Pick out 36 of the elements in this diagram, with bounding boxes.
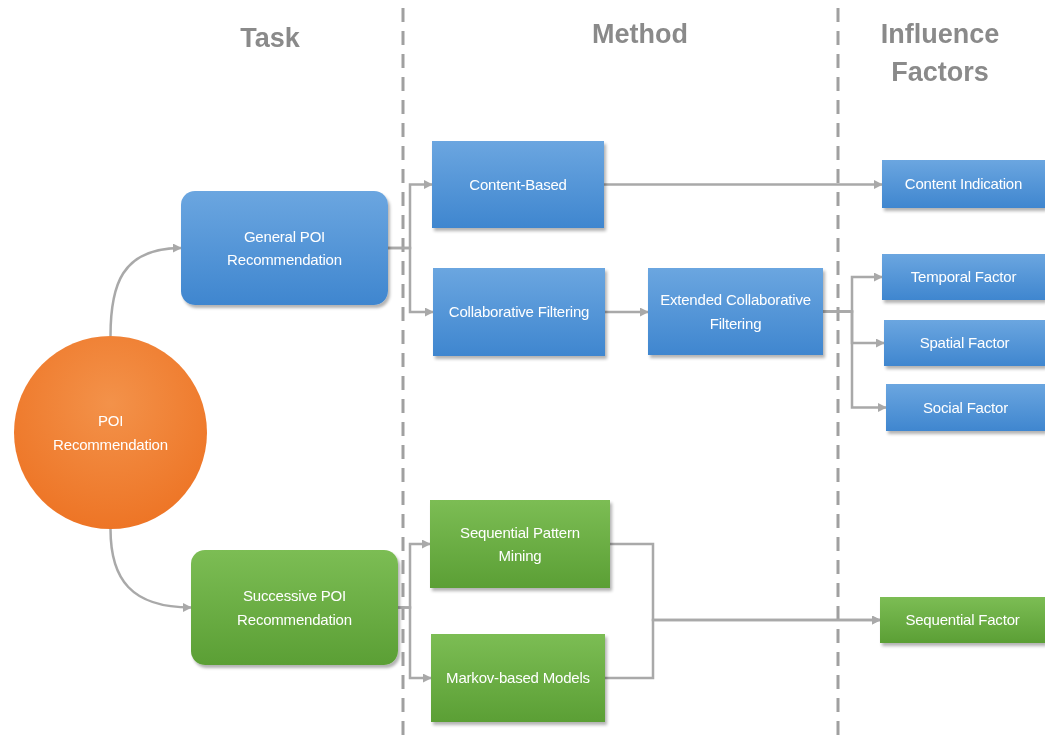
node-label: Spatial Factor <box>919 333 1010 354</box>
process-box <box>433 268 605 356</box>
elbow-arrow <box>398 606 432 683</box>
process-box <box>430 500 610 588</box>
process-box <box>431 634 605 722</box>
node-label: Successive POI Recommendation <box>236 586 353 630</box>
process-box <box>882 160 1045 208</box>
process-box <box>884 320 1045 366</box>
node-label: POI Recommendation <box>52 411 169 455</box>
elbow-arrow <box>605 307 649 317</box>
elbow-arrow <box>605 615 881 680</box>
curved-arrow <box>109 243 182 337</box>
node-label: Extended Collaborative Filtering <box>659 290 812 334</box>
curved-arrow <box>109 528 192 612</box>
node-label: Temporal Factor <box>910 267 1017 288</box>
rounded-process-box <box>191 550 398 665</box>
process-box <box>648 268 823 355</box>
node-label: Markov-based Models <box>446 668 590 689</box>
node-label: General POI Recommendation <box>226 226 343 270</box>
node-label: Content-Based <box>469 174 567 195</box>
process-box <box>886 384 1045 431</box>
process-box <box>882 254 1045 300</box>
rounded-process-box <box>181 191 388 305</box>
process-box <box>880 597 1045 643</box>
elbow-arrow <box>604 180 883 189</box>
node-label: Content Indication <box>904 174 1023 195</box>
node-label: Social Factor <box>923 397 1008 418</box>
column-heading: Influence Factors <box>879 18 1001 89</box>
node-label: Sequential Pattern Mining <box>459 522 581 566</box>
process-box <box>432 141 604 228</box>
elbow-arrow <box>388 246 434 317</box>
elbow-arrow <box>823 310 887 412</box>
node-label: Sequential Factor <box>905 610 1020 631</box>
column-heading: Method <box>591 18 689 51</box>
column-heading: Task <box>239 22 301 55</box>
node-label: Collaborative Filtering <box>448 302 590 323</box>
